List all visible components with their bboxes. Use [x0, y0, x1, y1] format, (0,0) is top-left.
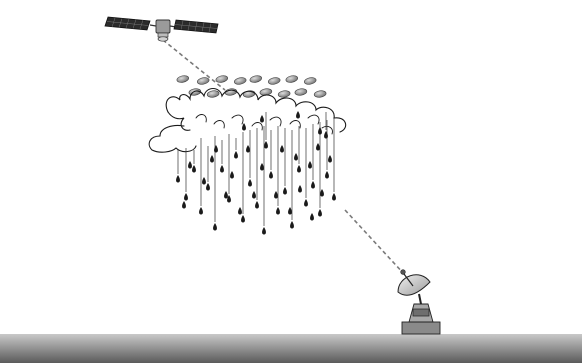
raindrop-icon — [260, 163, 264, 171]
hailstone-icon — [268, 77, 281, 86]
raindrop-icon — [332, 193, 336, 201]
raindrop-icon — [252, 191, 256, 199]
ground-strip — [0, 334, 582, 363]
hailstone-icon — [314, 90, 327, 98]
raindrop-icon — [255, 201, 259, 209]
raindrop-icon — [328, 155, 332, 163]
raindrop-icon — [224, 191, 228, 199]
raindrop-icon — [188, 161, 192, 169]
raindrop-icon — [264, 141, 268, 149]
satellite-body — [156, 20, 170, 33]
raindrop-icon — [202, 177, 206, 185]
signal-path-lower — [345, 210, 405, 275]
raindrop-icon — [308, 161, 312, 169]
raindrop-icon — [276, 207, 280, 215]
raindrop-icon — [246, 145, 250, 153]
raindrop-icon — [234, 151, 238, 159]
raindrop-icon — [294, 153, 298, 161]
raindrop-icon — [248, 179, 252, 187]
solar-panel-right — [174, 20, 218, 33]
raindrop-icon — [182, 201, 186, 209]
dish-feed-horn — [401, 270, 406, 275]
storm-cloud-icon — [149, 89, 345, 153]
hailstone-icon — [215, 75, 228, 84]
raindrop-icon — [274, 191, 278, 199]
raindrop-icon — [280, 145, 284, 153]
raindrop-icon — [241, 215, 245, 223]
raindrop-icon — [310, 213, 314, 221]
hailstone-icon — [249, 75, 262, 84]
raindrop-icon — [325, 171, 329, 179]
dish-reflector — [398, 275, 430, 295]
hailstone-icon — [285, 75, 298, 84]
raindrop-icon — [199, 207, 203, 215]
raindrop-icon — [304, 199, 308, 207]
signal-path-upper — [163, 40, 225, 90]
cloud-outline-left — [149, 112, 196, 152]
hailstone-icon — [176, 75, 189, 84]
raindrop-icon — [206, 183, 210, 191]
raindrop-icon — [290, 221, 294, 229]
satellite-icon — [105, 17, 218, 41]
raindrop-icon — [242, 123, 246, 131]
raindrop-icon — [214, 145, 218, 153]
hailstone-icon — [294, 88, 307, 96]
solar-panel-left — [105, 17, 150, 30]
hailstone-icon — [234, 77, 247, 86]
raindrop-icon — [297, 165, 301, 173]
hail-layer — [176, 75, 326, 98]
raindrop-icon — [213, 223, 217, 231]
hailstone-icon — [224, 88, 237, 96]
raindrop-icon — [316, 143, 320, 151]
hailstone-icon — [278, 90, 291, 98]
raindrop-icon — [260, 115, 264, 123]
raindrop-icon — [269, 171, 273, 179]
signal-path — [163, 40, 405, 275]
hailstone-icon — [304, 77, 317, 86]
raindrop-icon — [296, 111, 300, 119]
raindrop-icon — [262, 227, 266, 235]
raindrop-icon — [192, 165, 196, 173]
raindrop-icon — [283, 187, 287, 195]
raindrop-icon — [210, 155, 214, 163]
raindrop-icon — [288, 207, 292, 215]
raindrop-icon — [230, 171, 234, 179]
raindrop-icon — [311, 181, 315, 189]
raindrop-icon — [238, 207, 242, 215]
dish-base-plate — [402, 322, 440, 334]
raindrop-icon — [184, 193, 188, 201]
raindrop-icon — [220, 165, 224, 173]
rain-layer — [176, 111, 336, 235]
raindrop-icon — [298, 185, 302, 193]
raindrop-icon — [324, 131, 328, 139]
raindrop-icon — [320, 189, 324, 197]
raindrop-icon — [318, 209, 322, 217]
hailstone-icon — [197, 77, 210, 86]
satellite-antenna — [158, 37, 168, 41]
satellite-dish-icon — [398, 270, 440, 334]
hailstone-icon — [207, 90, 220, 98]
raindrop-icon — [318, 127, 322, 135]
raindrop-icon — [176, 175, 180, 183]
